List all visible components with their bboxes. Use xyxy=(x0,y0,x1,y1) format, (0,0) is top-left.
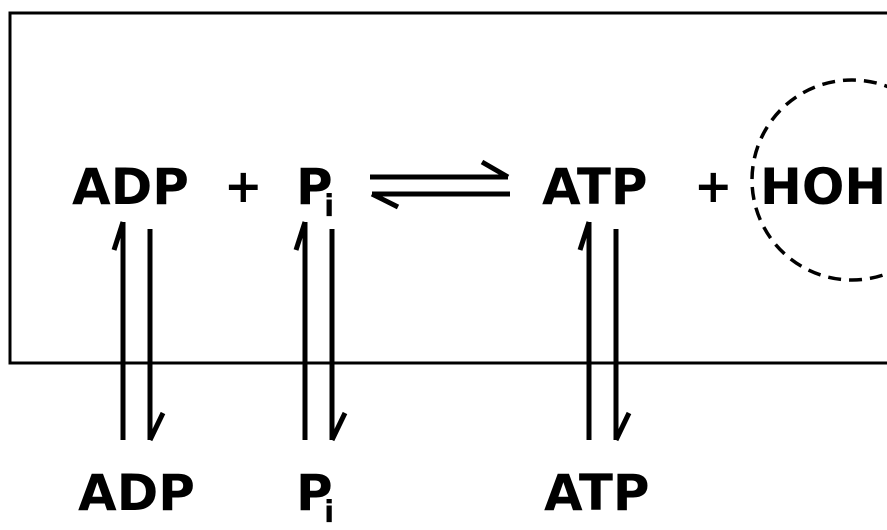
adp-label-inside: ADP xyxy=(72,158,189,216)
adp-transport-arrows xyxy=(111,221,166,442)
equilibrium-arrows xyxy=(370,159,510,210)
pi-label-outside: P xyxy=(296,464,333,522)
pi-subscript-inside: i xyxy=(324,189,334,224)
atp-transport-arrows xyxy=(577,221,632,442)
atp-label-inside: ATP xyxy=(542,158,648,216)
hoh-dashed-circle xyxy=(750,78,887,282)
pi-subscript-outside: i xyxy=(324,495,334,530)
atp-label-outside: ATP xyxy=(544,464,650,522)
adp-label-outside: ADP xyxy=(78,464,195,522)
pi-transport-arrows xyxy=(293,221,348,442)
plus-sign-1: + xyxy=(224,159,263,213)
compartment-box xyxy=(8,11,887,365)
pi-label-inside: P xyxy=(296,158,333,216)
hoh-label: HOH xyxy=(760,158,886,216)
plus-sign-2: + xyxy=(694,159,733,213)
